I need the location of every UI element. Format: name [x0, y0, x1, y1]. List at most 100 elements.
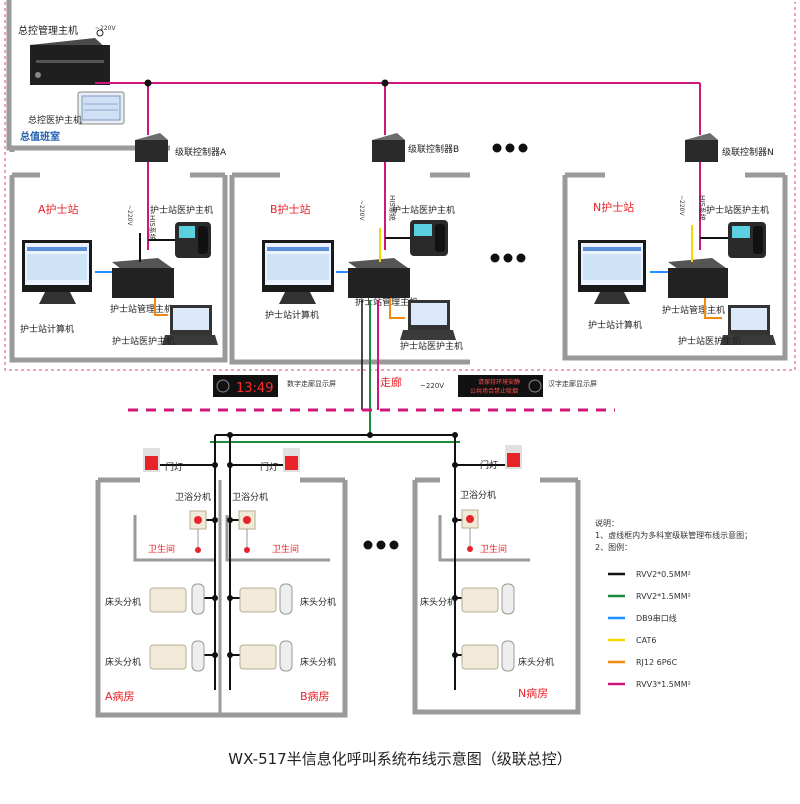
station-n-manage-host [668, 258, 728, 298]
legend-label-3: CAT6 [636, 636, 656, 645]
station-a-his: HIS系统 [148, 215, 157, 241]
station-b-wires [336, 228, 410, 319]
station-b-nurse-terminal [400, 300, 456, 340]
station-b-power: ~220V [358, 200, 365, 221]
digital-display [213, 375, 278, 397]
ward-n-label: N病房 [518, 686, 548, 700]
door-light-a [143, 448, 160, 472]
station-a-computer-label: 护士站计算机 [20, 323, 74, 335]
station-n-nurse-host-bottom-label: 护士站医护主机 [678, 335, 741, 347]
legend-label-2: DB9串口线 [636, 613, 677, 623]
ward-b-label: B病房 [300, 689, 330, 703]
station-b-name: B护士站 [270, 202, 311, 216]
bed-ext-a2-label: 床头分机 [105, 656, 141, 668]
station-a-name: A护士站 [38, 202, 79, 216]
station-a-phone [175, 222, 211, 258]
cascade-controller-a [135, 133, 168, 162]
dashed-boundary [4, 2, 796, 371]
station-n-name: N护士站 [593, 200, 634, 214]
station-a-monitor [22, 240, 92, 304]
controller-a-label: 级联控制器A [175, 146, 227, 158]
legend-label-4: RJ12 6P6C [636, 658, 678, 667]
building-walls [6, 0, 788, 718]
duty-room-label: 总值班室 [20, 130, 60, 143]
station-n-phone [728, 222, 766, 258]
station-a-nurse-host-bottom-label: 护士站医护主机 [112, 335, 175, 347]
legend-label-5: RVV3*1.5MM² [636, 680, 691, 689]
bath-ext-n [461, 509, 479, 552]
chinese-display [458, 375, 543, 397]
bed-ext-n2-label: 床头分机 [518, 656, 554, 668]
notes-line-1: 1、虚线框内为多科室级联管理布线示意图； [595, 530, 752, 540]
led-line-1: 请保持环境安静 [478, 378, 520, 386]
bed-ext-n1-label: 床头分机 [420, 596, 456, 608]
master-host-label: 总控管理主机 [18, 24, 78, 37]
bathroom-a-label: 卫生间 [148, 543, 175, 555]
station-b-monitor [262, 240, 334, 304]
station-a-manage-label: 护士站管理主机 [110, 303, 173, 315]
controller-n-label: 级联控制器N [722, 146, 774, 158]
station-n-nurse-terminal [720, 305, 776, 345]
station-n-wires [650, 225, 728, 319]
digital-display-label: 数字走廊显示屏 [287, 379, 336, 388]
ward-a-label: A病房 [105, 689, 135, 703]
bath-ext-n-label: 卫浴分机 [460, 489, 496, 501]
plug-icon [96, 29, 104, 37]
bath-ext-b [238, 510, 256, 553]
ellipsis-mid [490, 253, 526, 263]
station-n-his: HIS系统 [698, 195, 707, 221]
distribution-junctions [212, 432, 458, 658]
cascade-controller-b [372, 133, 405, 162]
station-n-manage-label: 护士站管理主机 [662, 304, 725, 316]
station-a-wires [95, 233, 175, 316]
door-light-a-label: 门灯 [165, 461, 183, 473]
ellipsis-ward [363, 540, 399, 550]
station-b-manage-host [348, 258, 410, 298]
station-n-power: ~220V [678, 195, 685, 216]
led-line-2: 公共场合禁止吸烟 [470, 387, 518, 395]
station-a-power: ~220V [126, 205, 133, 226]
station-b-computer-label: 护士站计算机 [265, 309, 319, 321]
station-n-nurse-host-label: 护士站医护主机 [706, 204, 769, 216]
bed-ext-group [149, 583, 515, 672]
station-b-nurse-host-label: 护士站医护主机 [392, 204, 455, 216]
bed-ext-b1-label: 床头分机 [300, 596, 336, 608]
legend-label-1: RVV2*1.5MM² [636, 592, 691, 601]
station-a-nurse-terminal [162, 305, 218, 345]
door-light-b [283, 448, 300, 472]
corridor-trunk [128, 300, 615, 435]
station-b-his: HIS系统 [388, 195, 397, 221]
bathroom-n-label: 卫生间 [480, 543, 507, 555]
station-a-nurse-host-label: 护士站医护主机 [150, 204, 213, 216]
door-light-n [505, 445, 522, 469]
led-power-label: ~220V [420, 382, 444, 390]
door-light-n-label: 门灯 [480, 459, 498, 471]
bathroom-b-label: 卫生间 [272, 543, 299, 555]
station-b-nurse-host-bottom-label: 护士站医护主机 [400, 340, 463, 352]
station-b-phone [410, 220, 448, 256]
controller-b-label: 级联控制器B [408, 143, 459, 155]
bath-ext-a-label: 卫浴分机 [175, 491, 211, 503]
bath-ext-b-label: 卫浴分机 [232, 491, 268, 503]
ward-distribution [160, 434, 505, 690]
station-n-monitor [578, 240, 646, 304]
station-n-computer-label: 护士站计算机 [588, 319, 642, 331]
bed-ext-a1-label: 床头分机 [105, 596, 141, 608]
bathroom-partitions [133, 515, 530, 562]
master-nurse-host-device [77, 91, 125, 125]
master-host-device [30, 38, 110, 85]
diagram-title: WX-517半信息化呼叫系统布线示意图（级联总控） [228, 750, 571, 768]
master-power-label: ~220V [95, 25, 116, 32]
station-a-manage-host [112, 258, 174, 298]
bath-ext-a [189, 510, 207, 553]
legend-label-0: RVV2*0.5MM² [636, 570, 691, 579]
bed-ext-b2-label: 床头分机 [300, 656, 336, 668]
corridor-label: 走廊 [380, 375, 402, 389]
rvv3-backbone [95, 82, 701, 250]
clock-readout: 13:49 [236, 381, 273, 396]
notes-line-2: 2、图例： [595, 542, 632, 552]
cascade-controller-n [685, 133, 718, 162]
notes-heading: 说明： [595, 518, 619, 528]
